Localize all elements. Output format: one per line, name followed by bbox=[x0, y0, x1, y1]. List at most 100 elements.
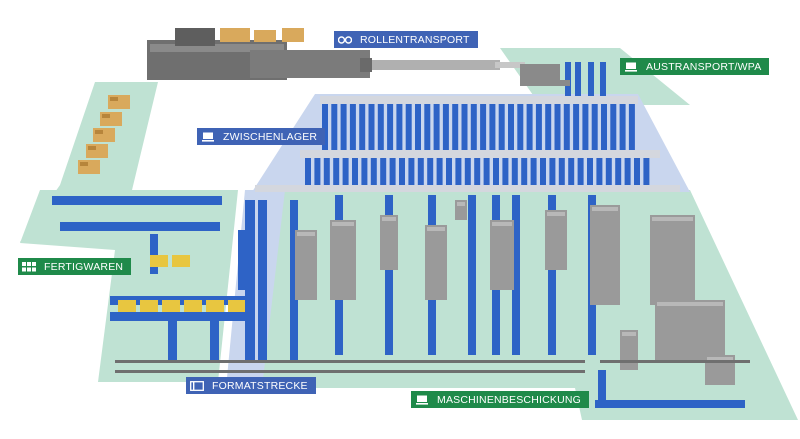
machine-top bbox=[492, 222, 512, 226]
machine bbox=[380, 215, 398, 270]
storage-lane-upper bbox=[591, 104, 598, 150]
storage-lane-upper bbox=[498, 104, 505, 150]
storage-lane-upper bbox=[526, 104, 533, 150]
storage-lane-lower bbox=[577, 158, 584, 185]
storage-rail-top bbox=[320, 96, 638, 104]
storage-lane-lower bbox=[464, 158, 471, 185]
pallet bbox=[184, 300, 202, 312]
storage-lane-upper bbox=[563, 104, 570, 150]
rollentransport-line bbox=[147, 28, 560, 80]
format-icon bbox=[186, 377, 208, 394]
storage-lane-lower bbox=[389, 158, 396, 185]
storage-lane-lower bbox=[380, 158, 387, 185]
storage-rail-bottom bbox=[255, 185, 680, 192]
storage-lane-upper bbox=[489, 104, 496, 150]
zone-label-zwischenlager: ZWISCHENLAGER bbox=[197, 128, 326, 145]
storage-lane-upper bbox=[601, 104, 607, 150]
zone-label-rollentransport: ROLLENTRANSPORT bbox=[334, 31, 478, 48]
machine bbox=[655, 300, 725, 360]
storage-lane-lower bbox=[558, 158, 565, 185]
storage-lane-lower bbox=[342, 158, 349, 185]
box-stack-shade bbox=[110, 97, 118, 101]
storage-lane-upper bbox=[433, 104, 440, 150]
storage-lane-lower bbox=[549, 158, 556, 185]
storage-lane-upper bbox=[628, 104, 635, 150]
zone-label-text: ROLLENTRANSPORT bbox=[360, 33, 470, 46]
monitor-icon bbox=[620, 58, 642, 75]
pallets bbox=[118, 255, 246, 312]
storage-lane-lower bbox=[455, 158, 462, 185]
machine bbox=[650, 215, 695, 305]
machine-line-conveyor bbox=[290, 200, 298, 360]
storage-lane-upper bbox=[535, 104, 542, 150]
box-stack-shade bbox=[88, 146, 96, 150]
output-conveyor bbox=[595, 400, 745, 408]
storage-lane-lower bbox=[624, 158, 631, 185]
storage-lane-lower bbox=[408, 158, 415, 185]
storage-lane-upper bbox=[415, 104, 421, 150]
storage-lane-lower bbox=[474, 158, 481, 185]
storage-lane-lower bbox=[634, 158, 640, 185]
storage-lane-upper bbox=[359, 104, 366, 150]
rail-right bbox=[600, 360, 750, 363]
storage-lane-lower bbox=[530, 158, 537, 185]
machine bbox=[295, 230, 317, 300]
monitor-icon bbox=[411, 391, 433, 408]
rolls-icon bbox=[334, 31, 356, 48]
box-stack-shade bbox=[80, 162, 88, 166]
storage-lane-lower bbox=[314, 158, 321, 185]
storage-lane-lower bbox=[615, 158, 622, 185]
storage-lane-lower bbox=[521, 158, 528, 185]
storage-lane-upper bbox=[396, 104, 403, 150]
machine-top bbox=[427, 227, 445, 231]
zone-label-text: MASCHINENBESCHICKUNG bbox=[437, 393, 582, 406]
storage-lane-lower bbox=[483, 158, 490, 185]
floor-fertigwaren-lower bbox=[20, 190, 238, 382]
machine-top bbox=[622, 332, 636, 336]
floor-austransport bbox=[500, 48, 690, 105]
storage-lane-upper bbox=[322, 104, 328, 150]
storage-lane-lower bbox=[446, 158, 452, 185]
finished-goods-stacks bbox=[78, 95, 130, 174]
storage-lane-lower bbox=[605, 158, 612, 185]
storage-lanes bbox=[305, 104, 650, 185]
machine-top bbox=[382, 217, 396, 221]
storage-lane-upper bbox=[377, 104, 384, 150]
storage-rail-middle bbox=[300, 150, 660, 158]
pallet bbox=[140, 300, 158, 312]
storage-lane-lower bbox=[643, 158, 650, 185]
storage-lane-upper bbox=[442, 104, 449, 150]
zone-label-text: ZWISCHENLAGER bbox=[223, 130, 318, 143]
output-conveyor-vertical bbox=[598, 370, 606, 408]
storage-lane-lower bbox=[587, 158, 593, 185]
zone-label-formatstrecke: FORMATSTRECKE bbox=[186, 377, 316, 394]
machine-top bbox=[457, 202, 465, 206]
storage-lane-upper bbox=[424, 104, 431, 150]
machine-top bbox=[332, 222, 354, 226]
storage-lane-upper bbox=[554, 104, 561, 150]
storage-lane-upper bbox=[405, 104, 412, 150]
storage-lane-upper bbox=[508, 104, 514, 150]
zone-label-text: FORMATSTRECKE bbox=[212, 379, 308, 392]
storage-lane-lower bbox=[399, 158, 405, 185]
machine-top bbox=[652, 217, 693, 221]
storage-lane-upper bbox=[610, 104, 617, 150]
storage-lane-lower bbox=[436, 158, 443, 185]
storage-lane-lower bbox=[305, 158, 311, 185]
storage-lane-upper bbox=[480, 104, 487, 150]
pallet bbox=[228, 300, 246, 312]
rail-bottom-1 bbox=[115, 360, 585, 363]
storage-lane-lower bbox=[370, 158, 377, 185]
storage-lane-upper bbox=[331, 104, 338, 150]
storage-lane-upper bbox=[619, 104, 626, 150]
storage-lane-upper bbox=[545, 104, 552, 150]
storage-lane-upper bbox=[452, 104, 459, 150]
storage-lane-lower bbox=[323, 158, 330, 185]
storage-lane-upper bbox=[368, 104, 375, 150]
storage-lane-upper bbox=[573, 104, 580, 150]
zone-label-text: FERTIGWAREN bbox=[44, 260, 124, 273]
zone-label-text: AUSTRANSPORT/WPA bbox=[646, 60, 762, 73]
storage-lane-lower bbox=[568, 158, 575, 185]
machine-top bbox=[657, 302, 723, 306]
